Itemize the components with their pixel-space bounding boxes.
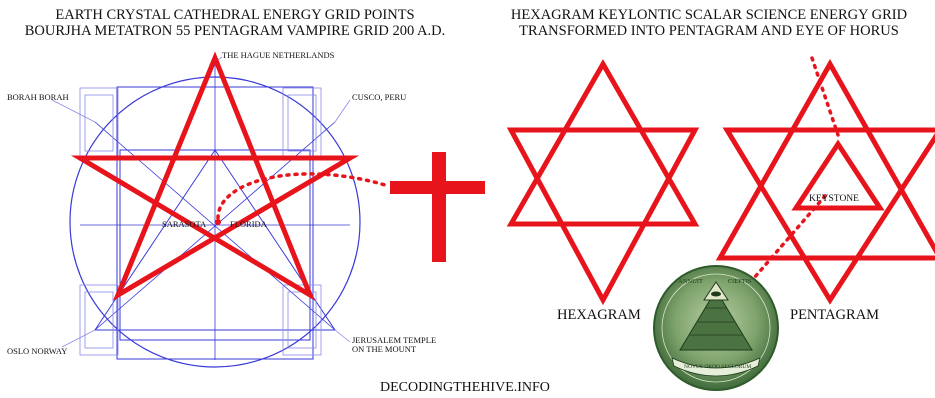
leader-jerusalem: [335, 330, 350, 342]
right-title-line-1: HEXAGRAM KEYLONTIC SCALAR SCIENCE ENERGY…: [486, 7, 932, 23]
seal-eye-icon: [711, 292, 721, 297]
label-borah-borah: BORAH BORAH: [7, 93, 69, 102]
left-title-line-1: EARTH CRYSTAL CATHEDRAL ENERGY GRID POIN…: [8, 7, 462, 23]
corner-box-upper-left: [80, 88, 118, 158]
seal-text-coeptis: CŒPTIS: [728, 277, 751, 286]
right-title: HEXAGRAM KEYLONTIC SCALAR SCIENCE ENERGY…: [486, 7, 932, 39]
footer-site: DECODINGTHEHIVE.INFO: [380, 380, 550, 396]
corner-box-lower-left: [80, 285, 118, 355]
label-the-hague: THE HAGUE NETHERLANDS: [222, 51, 334, 60]
plus-horizontal: [390, 181, 485, 194]
seal-text-annuit: ANNUIT: [678, 277, 703, 286]
corner-boxes: [52, 57, 350, 355]
center-point: [215, 219, 221, 225]
label-sarasota: SARASOTA: [162, 220, 206, 229]
label-florida: FLORIDA: [230, 220, 267, 229]
label-jerusalem-line-2: ON THE MOUNT: [352, 345, 436, 354]
great-seal: [652, 258, 780, 398]
label-keystone: KEYSTONE: [809, 195, 859, 204]
plus-sign: [390, 152, 485, 262]
hexagram-up-triangle: [511, 64, 695, 224]
seal-text-banner: NOVUS ORDO SECLORUM: [684, 363, 751, 372]
leader-oslo: [62, 330, 95, 347]
left-title: EARTH CRYSTAL CATHEDRAL ENERGY GRID POIN…: [8, 7, 462, 39]
right-title-line-2: TRANSFORMED INTO PENTAGRAM AND EYE OF HO…: [486, 23, 932, 39]
label-jerusalem-temple: JERUSALEM TEMPLE ON THE MOUNT: [352, 336, 436, 354]
left-title-line-2: BOURJHA METATRON 55 PENTAGRAM VAMPIRE GR…: [8, 23, 462, 39]
corner-box-lower-right: [283, 285, 321, 355]
corner-box-upper-right: [283, 88, 321, 158]
leader-borah: [52, 100, 95, 122]
label-hexagram: HEXAGRAM: [557, 307, 641, 324]
leader-cusco: [335, 100, 350, 122]
label-pentagram: PENTAGRAM: [790, 307, 879, 324]
blue-grid: [70, 60, 360, 367]
label-oslo-norway: OSLO NORWAY: [7, 347, 67, 356]
plus-vertical: [432, 152, 446, 262]
label-cusco-peru: CUSCO, PERU: [352, 93, 406, 102]
